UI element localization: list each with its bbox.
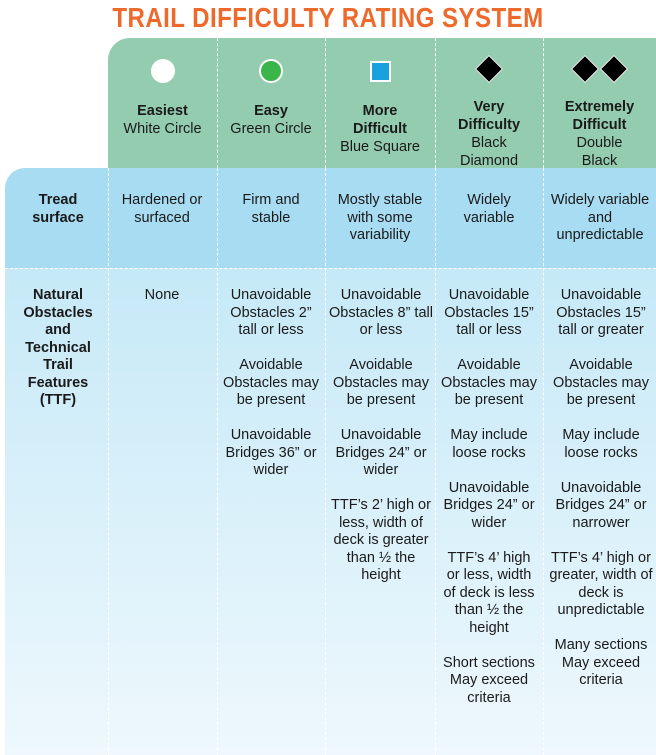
level-name: Easy xyxy=(254,103,288,119)
column-divider xyxy=(543,168,544,755)
cell-text: Avoidable Obstacles may be present xyxy=(333,357,429,408)
level-name: More Difficult xyxy=(353,103,407,137)
level-more-difficult: More Difficult Blue Square xyxy=(325,38,435,168)
column-divider xyxy=(325,168,326,755)
level-symbol: Blue Square xyxy=(340,139,420,155)
column-divider xyxy=(108,168,109,755)
cell-text: Avoidable Obstacles may be present xyxy=(223,357,319,408)
level-name: Very Difficulty xyxy=(457,99,521,133)
cell-text: Unavoidable Obstacles 15” tall or less xyxy=(444,287,534,338)
row-label-natural-obstacles: Natural Obstacles and Technical Trail Fe… xyxy=(23,287,93,408)
obstacles-cell: Unavoidable Obstacles 15” tall or greate… xyxy=(549,287,653,690)
black-diamond-icon xyxy=(474,54,504,84)
cell-text: Many sections May exceed criteria xyxy=(554,637,648,688)
cell-text: May include loose rocks xyxy=(562,427,640,461)
double-black-diamond-icon xyxy=(570,54,629,84)
level-symbol: White Circle xyxy=(123,121,202,137)
cell-text: TTF’s 4’ high or greater, width of deck … xyxy=(549,549,653,619)
cell-text: Unavoidable Obstacles 8” tall or less xyxy=(329,287,433,338)
column-divider xyxy=(217,38,218,168)
level-name: Easiest xyxy=(137,103,188,119)
level-symbol: Black Diamond xyxy=(459,135,519,169)
level-easiest: Easiest White Circle xyxy=(108,38,217,168)
cell-text: Unavoidable Bridges 24” or wider xyxy=(443,479,535,531)
cell-text: May include loose rocks xyxy=(450,427,528,461)
cell-text: Widely variable xyxy=(463,192,515,226)
level-very-difficulty: Very Difficulty Black Diamond xyxy=(435,38,543,169)
cell-text: Unavoidable Bridges 24” or wider xyxy=(335,427,427,478)
row-label-tread-surface: Tread surface xyxy=(32,192,84,226)
chart-title: TRAIL DIFFICULTY RATING SYSTEM xyxy=(112,2,544,33)
white-circle-icon xyxy=(150,59,175,83)
obstacles-row xyxy=(5,268,656,755)
obstacles-cell: None xyxy=(112,287,212,305)
difficulty-header: Easiest White Circle Easy Green Circle M… xyxy=(108,38,656,187)
level-extremely-difficult: Extremely Difficult Double Black Diamond xyxy=(543,38,656,187)
cell-text: Widely variable and unpredictable xyxy=(550,192,650,243)
cell-text: Avoidable Obstacles may be present xyxy=(553,357,649,408)
level-symbol: Green Circle xyxy=(230,121,312,137)
cell-text: None xyxy=(144,287,180,303)
cell-text: Mostly stable with some variability xyxy=(337,192,423,243)
green-circle-icon xyxy=(259,59,283,83)
cell-text: Hardened or surfaced xyxy=(121,192,203,226)
tread-cell: Firm and stable xyxy=(224,192,318,227)
blue-square-icon xyxy=(369,60,391,82)
cell-text: Unavoidable Bridges 36” or wider xyxy=(225,427,317,478)
cell-text: Unavoidable Obstacles 15” tall or greate… xyxy=(556,287,646,338)
level-easy: Easy Green Circle xyxy=(217,38,325,168)
cell-text: Short sections May exceed criteria xyxy=(443,654,535,706)
column-divider xyxy=(217,168,218,755)
tread-cell: Widely variable and unpredictable xyxy=(547,192,653,245)
cell-text: TTF’s 4’ high or less, width of deck is … xyxy=(443,549,535,636)
column-divider xyxy=(435,38,436,168)
column-divider xyxy=(543,38,544,168)
cell-text: TTF’s 2’ high or less, width of deck is … xyxy=(331,497,431,583)
cell-text: Unavoidable Bridges 24” or narrower xyxy=(555,479,647,531)
tread-cell: Widely variable xyxy=(440,192,538,227)
tread-surface-row xyxy=(5,168,656,268)
level-name: Extremely Difficult xyxy=(564,99,635,133)
tread-cell: Mostly stable with some variability xyxy=(330,192,430,245)
cell-text: Firm and stable xyxy=(242,192,300,226)
row-divider xyxy=(5,268,656,269)
cell-text: Unavoidable Obstacles 2” tall or less xyxy=(230,287,312,338)
column-divider xyxy=(325,38,326,168)
column-divider xyxy=(435,168,436,755)
tread-cell: Hardened or surfaced xyxy=(112,192,212,227)
cell-text: Avoidable Obstacles may be present xyxy=(441,357,537,408)
